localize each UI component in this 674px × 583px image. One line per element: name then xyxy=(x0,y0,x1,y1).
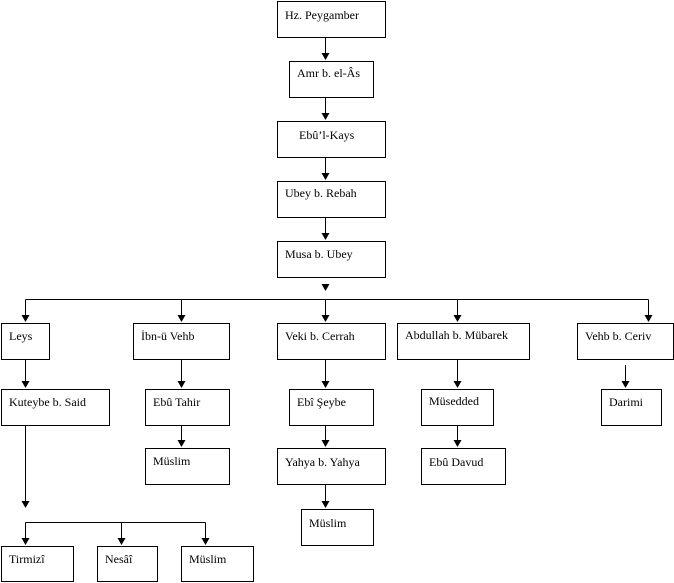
node-darimi: Darimi xyxy=(601,389,662,426)
node-label: Müslim xyxy=(153,454,191,468)
node-box xyxy=(277,323,386,360)
node-label: Leys xyxy=(9,329,33,343)
node-box xyxy=(1,546,74,582)
node-label: İbn-ü Vehb xyxy=(141,329,194,343)
node-box xyxy=(277,448,386,485)
node-nesai: Nesâî xyxy=(97,546,158,582)
arrowhead-musedded xyxy=(453,381,462,388)
node-muslim-3: Müslim xyxy=(181,546,254,582)
arrowhead-kuteybe-branch xyxy=(21,501,30,508)
node-muslim-2: Müslim xyxy=(301,509,374,546)
arrowhead-nesai xyxy=(117,538,126,545)
node-box xyxy=(421,389,494,426)
arrowhead-ebu-davud xyxy=(453,440,462,447)
node-label: Müslim xyxy=(189,552,227,566)
node-label: Veki b. Cerrah xyxy=(285,329,355,343)
node-abdullah-mubarek: Abdullah b. Mübarek xyxy=(397,323,530,360)
arrowhead-amr xyxy=(321,53,330,60)
node-box xyxy=(577,323,674,360)
arrowhead-tirmizi xyxy=(21,538,30,545)
arrowhead-muslim-2 xyxy=(321,501,330,508)
node-muslim-1: Müslim xyxy=(145,448,230,485)
node-leys: Leys xyxy=(1,323,50,360)
arrowhead-musa-branch xyxy=(321,284,330,291)
node-ebi-seybe: Ebî Şeybe xyxy=(289,389,374,426)
node-label: Ebû Tahir xyxy=(153,395,200,409)
node-kuteybe-said: Kuteybe b. Said xyxy=(1,389,110,426)
node-box xyxy=(145,389,230,426)
node-hz-peygamber: Hz. Peygamber xyxy=(277,1,386,38)
arrowhead-ebu-tahir xyxy=(177,381,186,388)
node-label: Tirmizî xyxy=(9,552,45,566)
node-box xyxy=(133,323,230,360)
node-ibnu-vehb: İbn-ü Vehb xyxy=(133,323,230,360)
node-box xyxy=(1,323,50,360)
node-box xyxy=(289,61,374,98)
node-musedded: Müsedded xyxy=(421,389,494,426)
arrowhead-yahya xyxy=(321,440,330,447)
arrowhead-muslim-1 xyxy=(177,440,186,447)
arrowhead-ebul-kays xyxy=(321,113,330,120)
arrowhead-abdullah-mubarek xyxy=(453,315,462,322)
node-label: Ubey b. Rebah xyxy=(285,186,357,200)
arrowhead-ibnu-vehb xyxy=(177,315,186,322)
arrowhead-kuteybe xyxy=(21,381,30,388)
node-label: Hz. Peygamber xyxy=(285,8,359,22)
node-label: Nesâî xyxy=(105,552,133,566)
node-label: Abdullah b. Mübarek xyxy=(405,328,508,342)
node-box xyxy=(277,241,386,278)
node-label: Vehb b. Ceriv xyxy=(585,329,651,343)
node-box xyxy=(277,121,386,158)
node-box xyxy=(289,389,374,426)
arrowhead-musa-ubey xyxy=(321,233,330,240)
node-label: Yahya b. Yahya xyxy=(285,455,360,469)
node-veki-cerrah: Veki b. Cerrah xyxy=(277,323,386,360)
node-yahya-yahya: Yahya b. Yahya xyxy=(277,448,386,485)
node-ubey-rebah: Ubey b. Rebah xyxy=(277,181,386,218)
node-box xyxy=(277,181,386,218)
arrowhead-leys xyxy=(21,315,30,322)
node-box xyxy=(397,323,530,360)
node-box xyxy=(181,546,254,582)
node-label: Ebû Davud xyxy=(429,455,483,469)
arrowhead-ebi-seybe xyxy=(321,381,330,388)
node-ebul-kays: Ebû’l-Kays xyxy=(277,121,386,158)
node-box xyxy=(421,448,506,485)
node-box xyxy=(601,389,662,426)
arrowhead-muslim-3 xyxy=(201,538,210,545)
node-label: Müsedded xyxy=(429,394,479,408)
node-box xyxy=(97,546,158,582)
node-box xyxy=(301,509,374,546)
arrowhead-veki-cerrah xyxy=(321,315,330,322)
node-label: Ebû’l-Kays xyxy=(299,128,355,142)
arrowhead-darimi xyxy=(621,381,630,388)
node-box xyxy=(145,448,230,485)
arrowhead-vehb-ceriv xyxy=(644,315,653,322)
node-label: Darimi xyxy=(609,395,644,409)
node-label: Kuteybe b. Said xyxy=(9,395,86,409)
node-label: Amr b. el-Âs xyxy=(297,66,360,80)
node-box xyxy=(277,1,386,38)
arrowhead-ubey-rebah xyxy=(321,173,330,180)
node-ebu-davud: Ebû Davud xyxy=(421,448,506,485)
node-label: Ebî Şeybe xyxy=(297,395,346,409)
node-box xyxy=(1,389,110,426)
diagram-edges xyxy=(21,37,653,545)
node-ebu-tahir: Ebû Tahir xyxy=(145,389,230,426)
node-label: Musa b. Ubey xyxy=(285,247,353,261)
node-vehb-ceriv: Vehb b. Ceriv xyxy=(577,323,674,360)
node-label: Müslim xyxy=(309,516,347,530)
node-musa-ubey: Musa b. Ubey xyxy=(277,241,386,278)
node-tirmizi: Tirmizî xyxy=(1,546,74,582)
node-amr: Amr b. el-Âs xyxy=(289,61,374,98)
